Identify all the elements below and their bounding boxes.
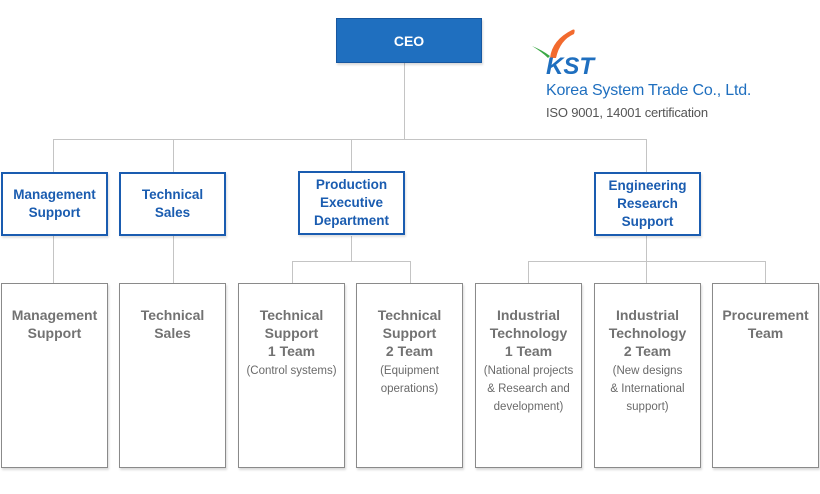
team-desc: (National projects & Research and develo… [483, 365, 574, 413]
team-desc: (Equipment operations) [380, 365, 439, 395]
connector-production-stem [351, 236, 352, 262]
dept-technical-sales: Technical Sales [119, 172, 226, 236]
connector-engineering-stem [646, 236, 647, 283]
connector-engineering-drop [646, 139, 647, 172]
connector-production-left [292, 261, 293, 283]
dept-management-support: Management Support [1, 172, 108, 236]
connector-engineering-bar [528, 261, 766, 262]
ceo-box: CEO [336, 18, 482, 63]
dept-engineering-research: Engineering Research Support [594, 172, 701, 236]
connector-production-right [410, 261, 411, 283]
connector-production-bar [292, 261, 411, 262]
connector-engineering-left [528, 261, 529, 283]
team-desc: (Control systems) [246, 365, 337, 377]
connector-sales-team [173, 236, 174, 283]
team-name: Management Support [11, 307, 98, 341]
dept-production-executive: Production Executive Department [298, 171, 405, 235]
dept-label: Engineering Research Support [608, 178, 687, 229]
dept-label: Technical Sales [141, 187, 204, 220]
team-name: Technical Support 2 Team [377, 307, 442, 359]
connector-engineering-right [765, 261, 766, 283]
team-name: Technical Support 1 Team [259, 307, 324, 359]
dept-label: Management Support [13, 187, 96, 220]
team-name: Industrial Technology 2 Team [608, 307, 687, 359]
team-name: Industrial Technology 1 Team [489, 307, 568, 359]
team-procurement: Procurement Team [712, 283, 819, 468]
team-name: Procurement Team [722, 307, 809, 341]
team-management-support: Management Support [1, 283, 108, 468]
team-industrial-tech-2: Industrial Technology 2 Team (New design… [594, 283, 701, 468]
connector-sales-drop [173, 139, 174, 172]
team-industrial-tech-1: Industrial Technology 1 Team (National p… [475, 283, 582, 468]
team-technical-support-2: Technical Support 2 Team (Equipment oper… [356, 283, 463, 468]
team-technical-support-1: Technical Support 1 Team (Control system… [238, 283, 345, 468]
dept-label: Production Executive Department [313, 177, 389, 228]
connector-production-drop [351, 139, 352, 171]
team-technical-sales: Technical Sales [119, 283, 226, 468]
team-name: Technical Sales [140, 307, 205, 341]
team-desc: (New designs & International support) [610, 365, 685, 413]
kst-logo-icon: KST [532, 29, 596, 78]
connector-main-bar [53, 139, 647, 140]
connector-mgmt-drop [53, 139, 54, 172]
company-name: Korea System Trade Co., Ltd. [546, 82, 752, 99]
certification-text: ISO 9001, 14001 certification [546, 105, 708, 120]
connector-ceo-stem [404, 63, 405, 140]
connector-mgmt-team [53, 236, 54, 283]
ceo-label: CEO [393, 32, 425, 49]
logo-text: KST [546, 53, 596, 78]
